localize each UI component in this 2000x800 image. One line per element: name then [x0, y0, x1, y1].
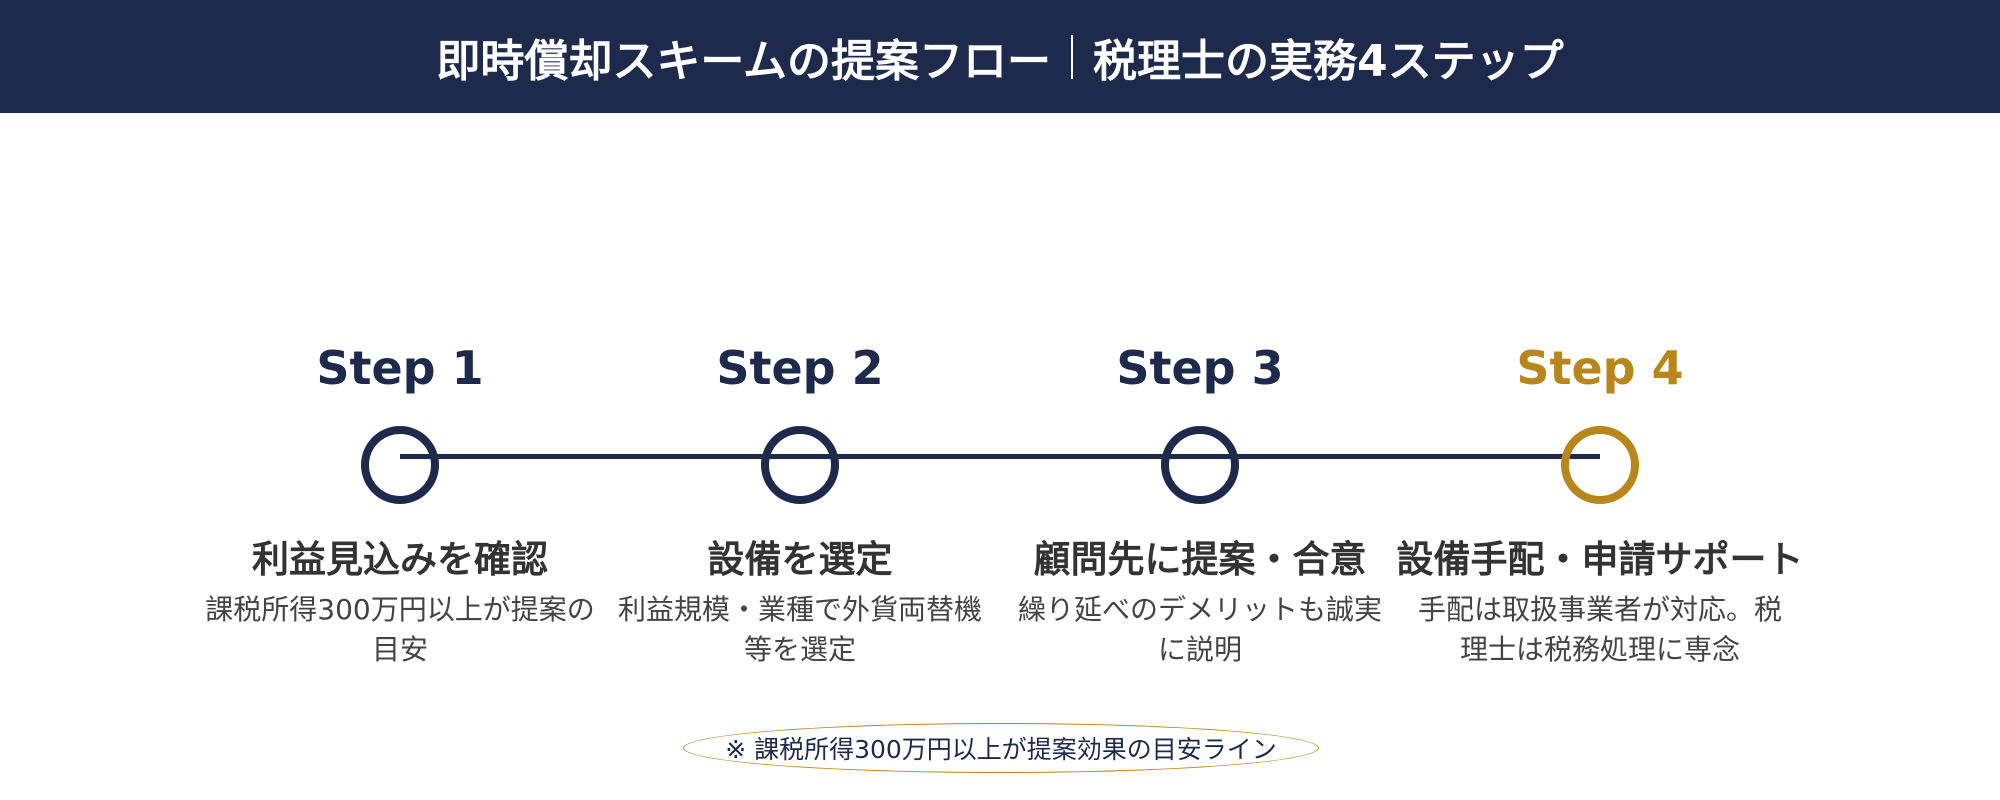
step-label: Step 3: [1116, 341, 1284, 395]
step-title: 設備手配・申請サポート: [1396, 538, 1804, 581]
header-bar: 即時償却スキームの提案フロー 税理士の実務4ステップ: [0, 0, 2000, 113]
step-marker-circle: [1161, 426, 1239, 504]
step-label: Step 4: [1516, 341, 1684, 395]
title-divider: [1071, 34, 1074, 79]
title-sub: 税理士の実務4ステップ: [1093, 35, 1564, 87]
footnote-badge: ※ 課税所得300万円以上が提案効果の目安ライン: [683, 723, 1319, 773]
step-4: Step 4 設備手配・申請サポート 手配は取扱事業者が対応。税理士は税務処理に…: [1390, 340, 1810, 670]
page-title: 即時償却スキームの提案フロー 税理士の実務4ステップ: [436, 25, 1564, 89]
step-3: Step 3 顧問先に提案・合意 繰り延べのデメリットも誠実に説明: [990, 340, 1410, 670]
step-description: 利益規模・業種で外貨両替機等を選定: [617, 593, 982, 666]
step-description: 繰り延べのデメリットも誠実に説明: [1017, 593, 1382, 666]
step-marker-circle: [1561, 426, 1639, 504]
step-label: Step 2: [716, 341, 884, 395]
step-label: Step 1: [316, 341, 484, 395]
step-1: Step 1 利益見込みを確認 課税所得300万円以上が提案の目安: [190, 340, 610, 670]
timeline-connector-line: [400, 454, 1600, 459]
step-marker-circle: [361, 426, 439, 504]
step-2: Step 2 設備を選定 利益規模・業種で外貨両替機等を選定: [590, 340, 1010, 670]
step-description: 手配は取扱事業者が対応。税理士は税務処理に専念: [1417, 593, 1782, 666]
step-marker-circle: [761, 426, 839, 504]
step-title: 顧問先に提案・合意: [1033, 538, 1367, 581]
title-main: 即時償却スキームの提案フロー: [436, 35, 1052, 87]
step-description: 課税所得300万円以上が提案の目安: [205, 593, 595, 666]
step-title: 設備を選定: [707, 538, 893, 581]
step-title: 利益見込みを確認: [252, 538, 548, 581]
